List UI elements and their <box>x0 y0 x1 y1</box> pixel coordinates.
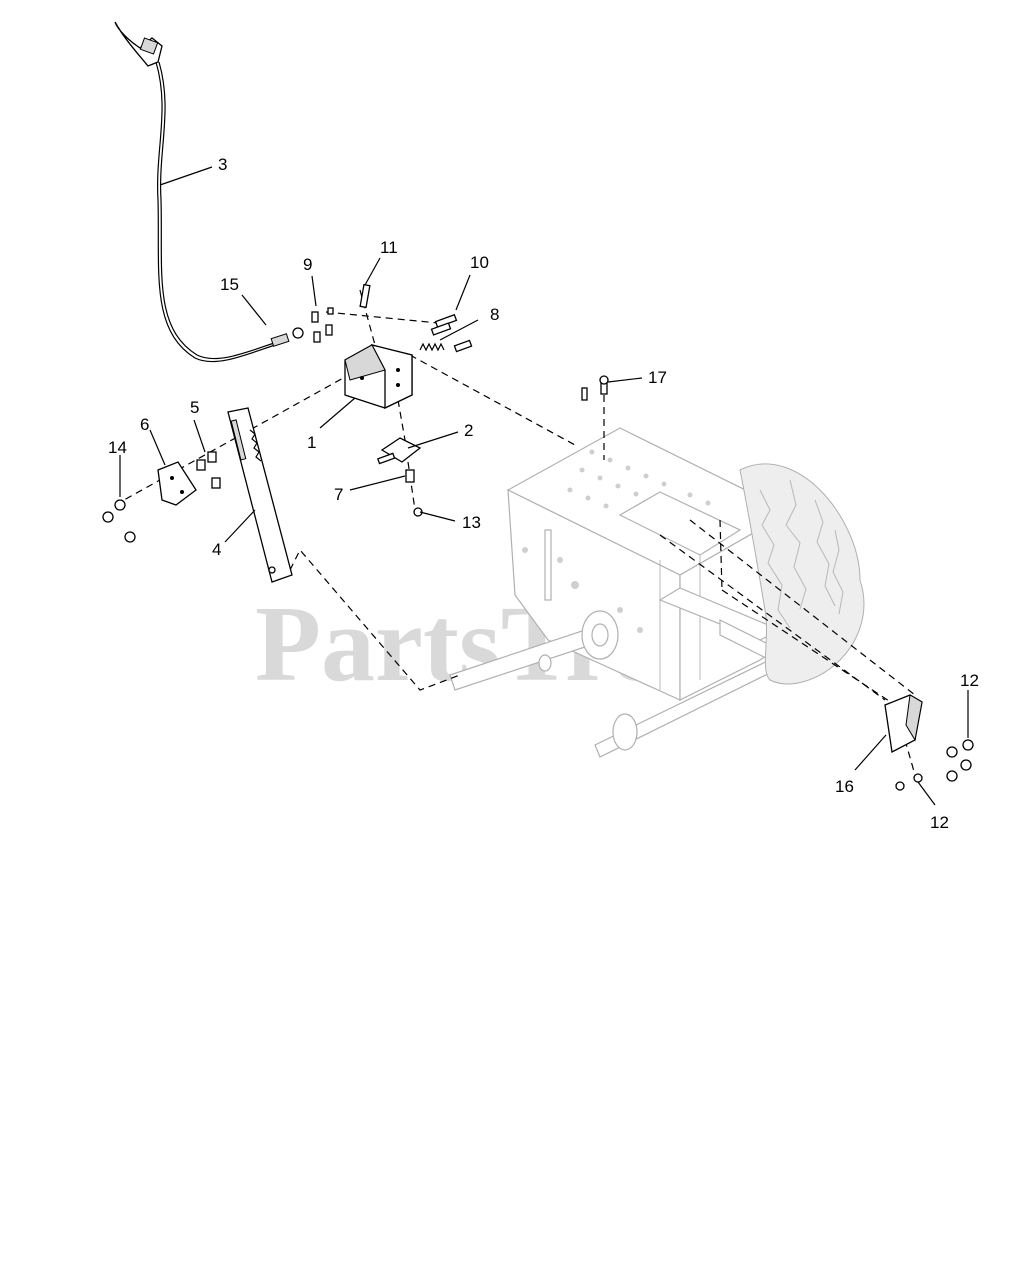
callout-6: 6 <box>140 415 149 434</box>
hardware-bolts <box>311 283 609 401</box>
plate-6 <box>102 451 221 543</box>
callout-2: 2 <box>464 421 473 440</box>
callout-10: 10 <box>470 253 489 272</box>
callout-labels: 1 2 3 4 5 6 7 8 9 10 11 12 12 13 14 15 1… <box>108 155 979 832</box>
callout-12-top: 12 <box>960 671 979 690</box>
callout-16: 16 <box>835 777 854 796</box>
bracket-1 <box>344 344 413 410</box>
pivot-2 <box>376 437 423 517</box>
arm-4 <box>227 407 293 583</box>
callout-17: 17 <box>648 368 667 387</box>
callout-15: 15 <box>220 275 239 294</box>
callout-leaders <box>119 166 969 806</box>
callout-11: 11 <box>380 238 398 257</box>
callout-9: 9 <box>303 255 312 274</box>
bracket-16 <box>884 694 974 791</box>
callout-8: 8 <box>490 305 499 324</box>
callout-7: 7 <box>334 485 343 504</box>
callout-13: 13 <box>462 513 481 532</box>
callout-4: 4 <box>212 540 221 559</box>
alignment-lines <box>114 289 916 776</box>
frame-holes <box>522 449 711 633</box>
frame-assembly <box>449 427 865 758</box>
callout-5: 5 <box>190 398 199 417</box>
callout-3: 3 <box>218 155 227 174</box>
callout-1: 1 <box>307 433 316 452</box>
callout-14: 14 <box>108 438 127 457</box>
control-cable-3 <box>114 21 304 363</box>
callout-12-bottom: 12 <box>930 813 949 832</box>
